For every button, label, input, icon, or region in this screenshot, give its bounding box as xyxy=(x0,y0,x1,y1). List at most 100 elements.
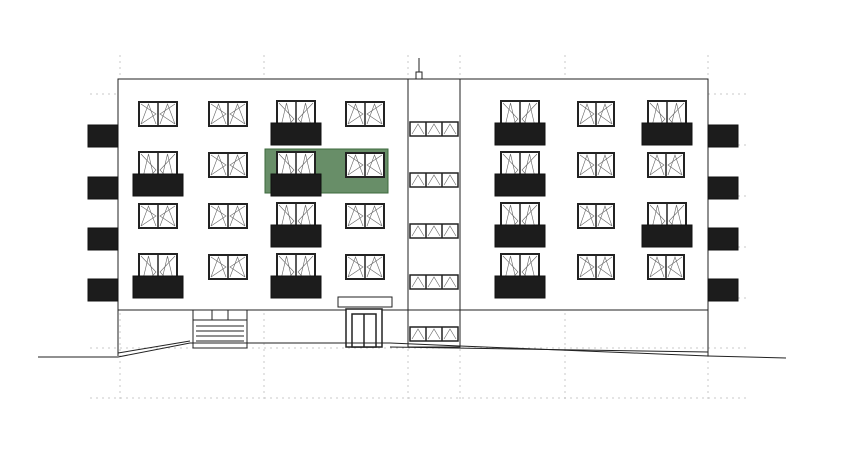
right-f2-bay2-window-sash-right xyxy=(597,205,613,227)
right-f4-bay1-balcony xyxy=(494,122,546,146)
stair-window-1-tilt-3 xyxy=(443,123,457,135)
stair-window-5-tilt-2 xyxy=(427,328,441,340)
stair-window-1-tilt-2 xyxy=(427,123,441,135)
stair-window-5-tilt-1 xyxy=(411,328,425,340)
left-f1-bay1-balcony xyxy=(132,275,184,299)
left-f4-bay4-window-tilt-right xyxy=(366,103,383,125)
stair-window-3[interactable] xyxy=(409,223,459,239)
right-f3-bay3-window-tilt-right xyxy=(667,154,683,176)
side-balcony-right-3 xyxy=(707,227,739,251)
left-f3-bay4-window-sash-left xyxy=(347,154,364,176)
right-f3-bay2-window-tilt-left xyxy=(579,154,595,176)
left-f2-bay2-window-sash-left xyxy=(210,205,227,227)
left-f1-bay2-window-sash-left xyxy=(210,256,227,278)
right-f2-bay3-balcony xyxy=(641,224,693,248)
right-f4-bay2-window-tilt-right xyxy=(597,103,613,125)
stair-core xyxy=(407,78,461,348)
left-f4-bay2-window-tilt-left xyxy=(210,103,227,125)
side-balcony-left-2 xyxy=(87,176,119,200)
left-f2-bay1-window-tilt-left xyxy=(140,205,157,227)
stair-window-4-tilt-1 xyxy=(411,276,425,288)
left-f2-bay3-balcony xyxy=(270,224,322,248)
garage-vent-opening xyxy=(192,309,248,349)
left-f4-bay1-window-sash-left xyxy=(140,103,157,125)
stair-window-4-tilt-3 xyxy=(443,276,457,288)
left-f2-bay1-window-sash-left xyxy=(140,205,157,227)
left-f2-bay4-window-sash-left xyxy=(347,205,364,227)
entrance-canopy xyxy=(337,296,393,308)
left-f1-bay3-balcony xyxy=(270,275,322,299)
stair-window-2-tilt-3 xyxy=(443,174,457,186)
stair-window-4[interactable] xyxy=(409,274,459,290)
left-f3-bay4-window-tilt-right xyxy=(366,154,383,176)
left-f4-bay4-window-sash-left xyxy=(347,103,364,125)
left-f2-bay1-window-tilt-right xyxy=(159,205,176,227)
right-f4-bay2-window-sash-right xyxy=(597,103,613,125)
left-f3-bay2-window-tilt-right xyxy=(229,154,246,176)
right-f3-bay3-window-sash-left xyxy=(649,154,665,176)
left-f2-bay4-window-sash-right xyxy=(366,205,383,227)
left-f2-bay4-window-tilt-right xyxy=(366,205,383,227)
left-f4-bay1-window-tilt-right xyxy=(159,103,176,125)
right-f4-bay3-balcony xyxy=(641,122,693,146)
left-f1-bay2-window-tilt-left xyxy=(210,256,227,278)
left-f4-bay1-window-tilt-left xyxy=(140,103,157,125)
left-f4-bay4-window-sash-right xyxy=(366,103,383,125)
right-f1-bay2-window-tilt-right xyxy=(597,256,613,278)
right-f4-bay2-window-tilt-left xyxy=(579,103,595,125)
left-f4-bay2-window-sash-left xyxy=(210,103,227,125)
side-balcony-left-4 xyxy=(87,278,119,302)
stair-window-5[interactable] xyxy=(409,326,459,342)
stair-window-3-tilt-3 xyxy=(443,225,457,237)
right-f1-bay3-window-tilt-right xyxy=(667,256,683,278)
right-f1-bay1-balcony xyxy=(494,275,546,299)
left-f4-bay2-window-tilt-right xyxy=(229,103,246,125)
right-f3-bay2-window-tilt-right xyxy=(597,154,613,176)
left-f4-bay4-window-tilt-left xyxy=(347,103,364,125)
right-f1-bay3-window-tilt-left xyxy=(649,256,665,278)
left-f4-bay1-window-sash-right xyxy=(159,103,176,125)
elevation-elements xyxy=(87,100,739,342)
left-f4-bay3-balcony xyxy=(270,122,322,146)
left-f3-bay4-window-tilt-left xyxy=(347,154,364,176)
right-f1-bay3-window-sash-left xyxy=(649,256,665,278)
right-f2-bay2-window-tilt-right xyxy=(597,205,613,227)
stair-window-4-tilt-2 xyxy=(427,276,441,288)
right-f3-bay2-window-sash-right xyxy=(597,154,613,176)
stair-window-2-tilt-2 xyxy=(427,174,441,186)
terrain-line xyxy=(38,342,787,359)
stair-window-3-tilt-1 xyxy=(411,225,425,237)
side-balcony-left-3 xyxy=(87,227,119,251)
left-f2-bay4-window-tilt-left xyxy=(347,205,364,227)
right-f3-bay2-window-sash-left xyxy=(579,154,595,176)
right-f4-bay2-window-sash-left xyxy=(579,103,595,125)
left-f3-bay3-balcony xyxy=(270,173,322,197)
left-f2-bay2-window-tilt-left xyxy=(210,205,227,227)
left-f1-bay4-window-tilt-left xyxy=(347,256,364,278)
right-f2-bay1-balcony xyxy=(494,224,546,248)
right-f1-bay2-window-tilt-left xyxy=(579,256,595,278)
left-f4-bay2-window-sash-right xyxy=(229,103,246,125)
left-f1-bay4-window-tilt-right xyxy=(366,256,383,278)
left-f1-bay2-window-tilt-right xyxy=(229,256,246,278)
right-f2-bay2-window-tilt-left xyxy=(579,205,595,227)
stair-window-5-tilt-3 xyxy=(443,328,457,340)
stair-window-3-tilt-2 xyxy=(427,225,441,237)
left-f3-bay4-window-sash-right xyxy=(366,154,383,176)
left-f2-bay1-window-sash-right xyxy=(159,205,176,227)
left-f3-bay2-window-tilt-left xyxy=(210,154,227,176)
right-f1-bay2-window-sash-right xyxy=(597,256,613,278)
left-f3-bay1-balcony xyxy=(132,173,184,197)
right-f1-bay2-window-sash-left xyxy=(579,256,595,278)
side-balcony-right-2 xyxy=(707,176,739,200)
stair-window-1[interactable] xyxy=(409,121,459,137)
side-balcony-left-1 xyxy=(87,124,119,148)
stair-window-2-tilt-1 xyxy=(411,174,425,186)
right-f1-bay3-window-sash-right xyxy=(667,256,683,278)
left-f1-bay2-window-sash-right xyxy=(229,256,246,278)
right-f3-bay3-window-sash-right xyxy=(667,154,683,176)
left-f1-bay4-window-sash-left xyxy=(347,256,364,278)
right-f2-bay2-window-sash-left xyxy=(579,205,595,227)
stair-window-2[interactable] xyxy=(409,172,459,188)
